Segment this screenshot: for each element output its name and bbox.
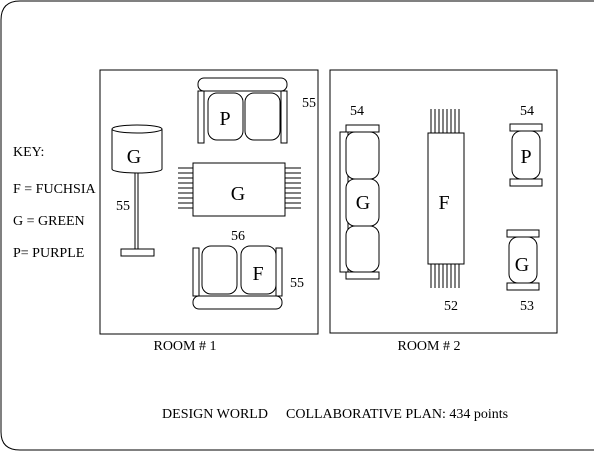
lamp-value: 55 (116, 199, 130, 214)
sofa-arm-bottom (345, 271, 380, 280)
room-1-rug[interactable]: G 56 (178, 162, 301, 244)
footer: DESIGN WORLD COLLABORATIVE PLAN: 434 poi… (162, 407, 508, 422)
rug-color-letter: F (438, 192, 449, 214)
lamp-base (120, 248, 155, 257)
rug-value: 56 (231, 229, 245, 244)
lamp-color-letter: G (127, 146, 141, 168)
sofa-value: 54 (350, 104, 364, 119)
rug-body (427, 132, 465, 265)
rug-color-letter: G (231, 183, 245, 205)
sofa-cushion (207, 92, 244, 141)
sofa-arm-left (197, 90, 205, 144)
sofa-arm-right (275, 247, 283, 297)
room-2-rug[interactable]: F 52 (427, 109, 465, 314)
room-2-sofa[interactable]: G 54 (339, 104, 380, 280)
room-2-boundary (329, 69, 558, 334)
bottom-sofa-value: 55 (290, 276, 304, 291)
room-1-label: ROOM # 1 (153, 339, 216, 354)
room-2-chair-bottom[interactable]: G 53 (506, 229, 540, 314)
sofa-arm-top (345, 124, 380, 133)
top-sofa-value: 55 (302, 96, 316, 111)
chair-arm-bottom (506, 282, 540, 291)
footer-brand: DESIGN WORLD (162, 407, 268, 422)
room-2: G 54 F 52 P 54 G 53 ROOM # 2 (329, 69, 558, 354)
key-item-fuchsia: F = FUCHSIA (13, 182, 96, 197)
sofa-cushion (345, 131, 380, 180)
chair-arm-bottom (509, 178, 543, 187)
room-2-chair-top[interactable]: P 54 (509, 104, 543, 187)
rug-fringe (430, 109, 460, 288)
key-heading: KEY: (13, 145, 44, 160)
key-item-green: G = GREEN (13, 214, 85, 229)
rug-fringe (178, 167, 301, 209)
room-1: G 55 P 55 G 56 F 55 (99, 69, 319, 354)
lamp-shade (111, 129, 163, 174)
sofa-back (192, 295, 283, 310)
rug-body (192, 162, 286, 217)
footer-plan-score: COLLABORATIVE PLAN: 434 points (286, 407, 508, 422)
chair-bottom-value: 53 (520, 299, 534, 314)
sofa-color-letter: G (356, 192, 370, 214)
chair-bottom-color-letter: G (515, 254, 529, 276)
sofa-cushion (240, 245, 277, 295)
chair-top-value: 54 (520, 104, 534, 119)
bottom-sofa-color-letter: F (252, 263, 263, 285)
chair-top-color-letter: P (520, 146, 531, 168)
room-1-boundary (99, 69, 319, 335)
room-1-bottom-sofa[interactable]: F 55 (192, 245, 304, 310)
chair-arm-top (509, 123, 543, 132)
room-2-label: ROOM # 2 (397, 339, 460, 354)
key-legend: KEY: F = FUCHSIA G = GREEN P= PURPLE (13, 145, 96, 261)
top-sofa-color-letter: P (219, 108, 230, 130)
key-item-purple: P= PURPLE (13, 246, 84, 261)
sofa-cushion (201, 245, 238, 295)
sofa-cushion (345, 225, 380, 273)
sofa-arm-left (192, 247, 200, 297)
room-1-top-sofa[interactable]: P 55 (197, 77, 316, 144)
rug-value: 52 (444, 299, 458, 314)
sofa-back (197, 77, 288, 92)
chair-arm-top (506, 229, 540, 238)
room-1-lamp[interactable]: G 55 (111, 124, 163, 257)
sofa-arm-right (280, 90, 288, 144)
sofa-cushion (244, 92, 281, 141)
lamp-shade-top (111, 124, 163, 134)
